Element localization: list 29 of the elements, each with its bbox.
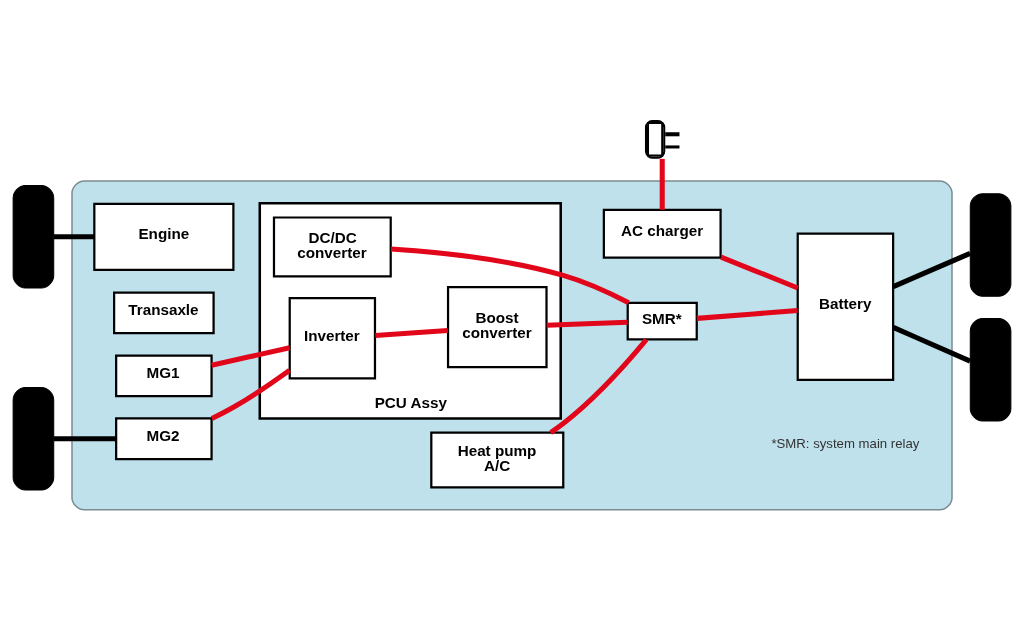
connector xyxy=(53,234,95,240)
connector xyxy=(210,368,292,421)
connector xyxy=(390,246,630,305)
node-box: MG2 xyxy=(115,417,213,461)
node-box: Engine xyxy=(93,202,235,271)
connector xyxy=(892,251,972,289)
node-box: AC charger xyxy=(602,208,722,259)
connector xyxy=(720,254,799,291)
node-box: DC/DC converter xyxy=(272,216,392,278)
connector xyxy=(696,307,798,321)
node-box xyxy=(12,185,55,289)
connector xyxy=(659,158,665,210)
connector xyxy=(892,325,972,364)
node-box: Battery xyxy=(796,232,895,381)
connector xyxy=(53,436,116,442)
node-box xyxy=(969,193,1012,297)
connector xyxy=(546,319,628,328)
node-box xyxy=(12,387,55,491)
node-box: Transaxle xyxy=(113,291,215,335)
connector xyxy=(375,327,448,338)
node-box: SMR* xyxy=(626,301,698,341)
label: *SMR: system main relay xyxy=(771,436,920,452)
node-box: Heat pump A/C xyxy=(430,431,565,489)
node-box: MG1 xyxy=(115,354,213,398)
node-box: Boost converter xyxy=(446,285,548,369)
connector xyxy=(549,338,649,435)
node-box xyxy=(969,318,1012,422)
connector xyxy=(211,345,291,368)
node-box: Inverter xyxy=(288,297,377,380)
